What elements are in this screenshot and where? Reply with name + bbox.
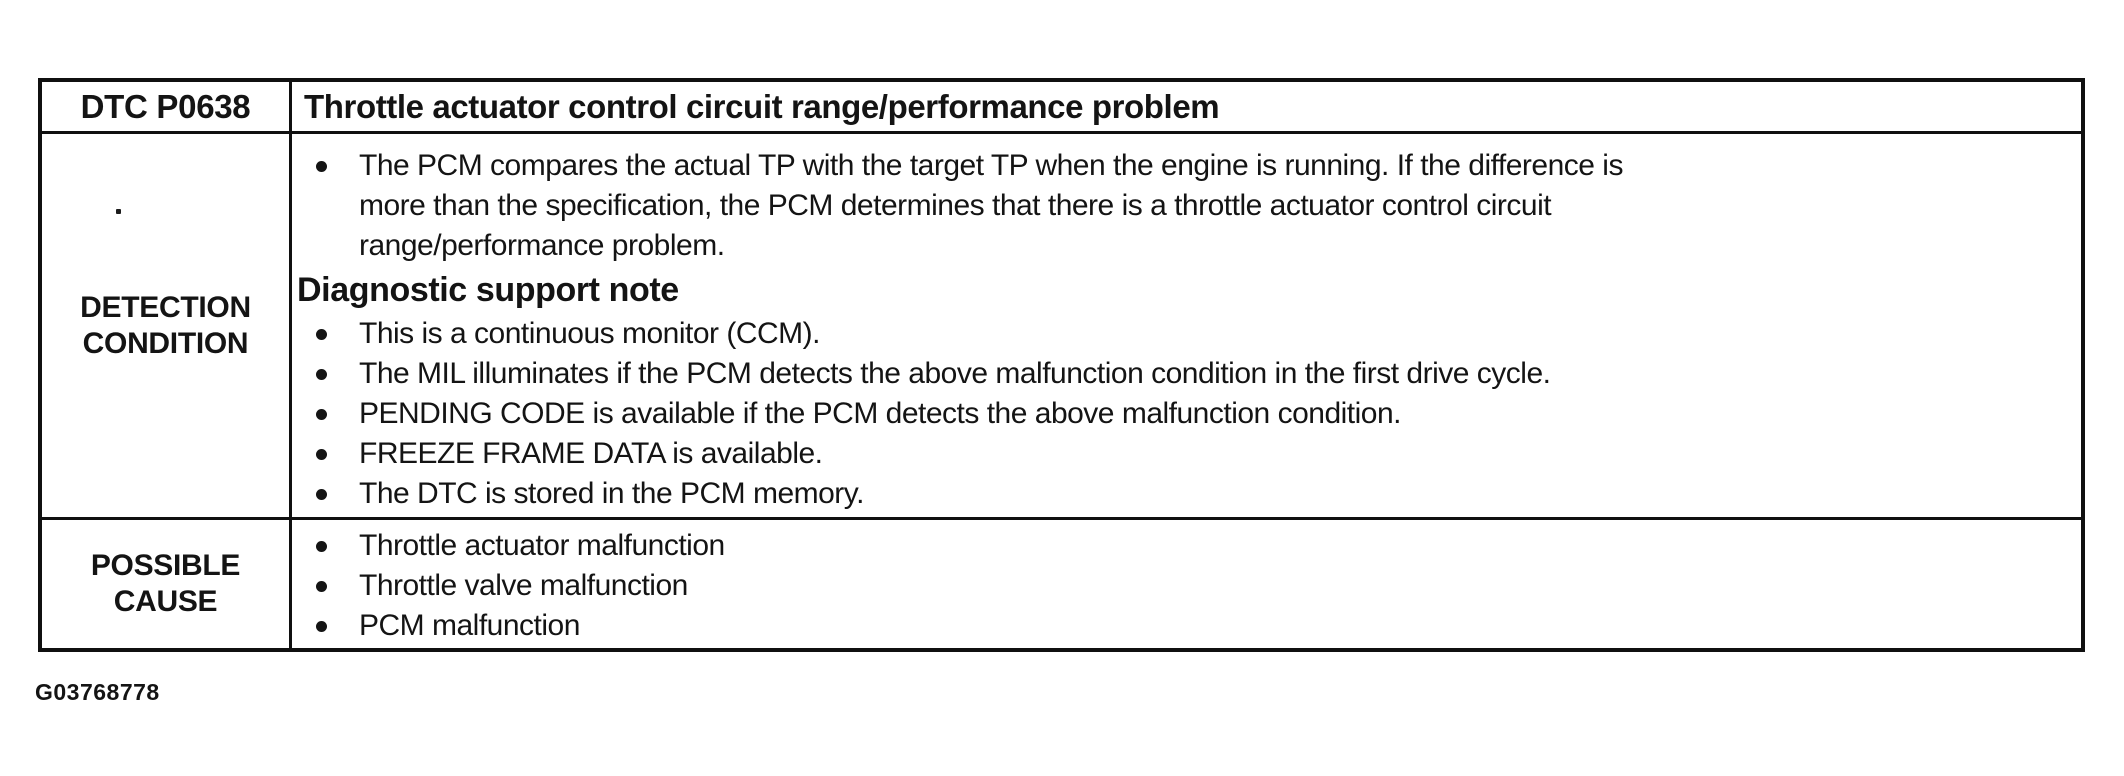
bullet-icon <box>316 449 327 460</box>
detection-note-list: This is a continuous monitor (CCM). The … <box>292 314 1692 514</box>
detection-condition-label: DETECTION CONDITION <box>42 134 292 517</box>
list-item: The MIL illuminates if the PCM detects t… <box>292 354 1692 394</box>
dtc-code-cell: DTC P0638 <box>42 82 292 131</box>
list-item-text: PENDING CODE is available if the PCM det… <box>359 397 1402 430</box>
bullet-icon <box>316 161 327 172</box>
table-row-possible-cause: POSSIBLE CAUSE Throttle actuator malfunc… <box>42 520 2081 648</box>
possible-cause-cell: Throttle actuator malfunction Throttle v… <box>292 520 2081 648</box>
table-row-header: DTC P0638 Throttle actuator control circ… <box>42 82 2081 134</box>
list-item-text: FREEZE FRAME DATA is available. <box>359 437 823 470</box>
dtc-title-cell: Throttle actuator control circuit range/… <box>304 87 1220 125</box>
list-item: This is a continuous monitor (CCM). <box>292 314 1692 354</box>
list-item: The PCM compares the actual TP with the … <box>292 146 1692 266</box>
list-item-text: This is a continuous monitor (CCM). <box>359 317 820 350</box>
list-item-text: The DTC is stored in the PCM memory. <box>359 477 864 510</box>
list-item: Throttle actuator malfunction <box>292 526 1692 566</box>
bullet-icon <box>316 541 327 552</box>
list-item-text: The PCM compares the actual TP with the … <box>359 149 1623 262</box>
figure-code: G03768778 <box>35 679 160 705</box>
table-row-detection-condition: DETECTION CONDITION The PCM compares the… <box>42 134 2081 520</box>
bullet-icon <box>316 489 327 500</box>
list-item: The DTC is stored in the PCM memory. <box>292 474 1692 514</box>
bullet-icon <box>316 409 327 420</box>
list-item-text: The MIL illuminates if the PCM detects t… <box>359 357 1551 390</box>
list-item-text: Throttle actuator malfunction <box>359 529 725 562</box>
list-item-text: PCM malfunction <box>359 609 580 642</box>
bullet-icon <box>316 581 327 592</box>
scan-speck-icon <box>116 209 121 214</box>
list-item: PENDING CODE is available if the PCM det… <box>292 394 1692 434</box>
list-item: FREEZE FRAME DATA is available. <box>292 434 1692 474</box>
possible-cause-list: Throttle actuator malfunction Throttle v… <box>292 526 1692 646</box>
diagnostic-support-note-heading: Diagnostic support note <box>297 271 679 309</box>
bullet-icon <box>316 621 327 632</box>
list-item: PCM malfunction <box>292 606 1692 646</box>
bullet-icon <box>316 369 327 380</box>
list-item-text: Throttle valve malfunction <box>359 569 688 602</box>
list-item: Throttle valve malfunction <box>292 566 1692 606</box>
detection-intro-list: The PCM compares the actual TP with the … <box>292 146 1692 266</box>
dtc-table: DTC P0638 Throttle actuator control circ… <box>38 78 2085 652</box>
detection-condition-cell: The PCM compares the actual TP with the … <box>292 134 2081 517</box>
possible-cause-label: POSSIBLE CAUSE <box>42 520 292 648</box>
bullet-icon <box>316 329 327 340</box>
